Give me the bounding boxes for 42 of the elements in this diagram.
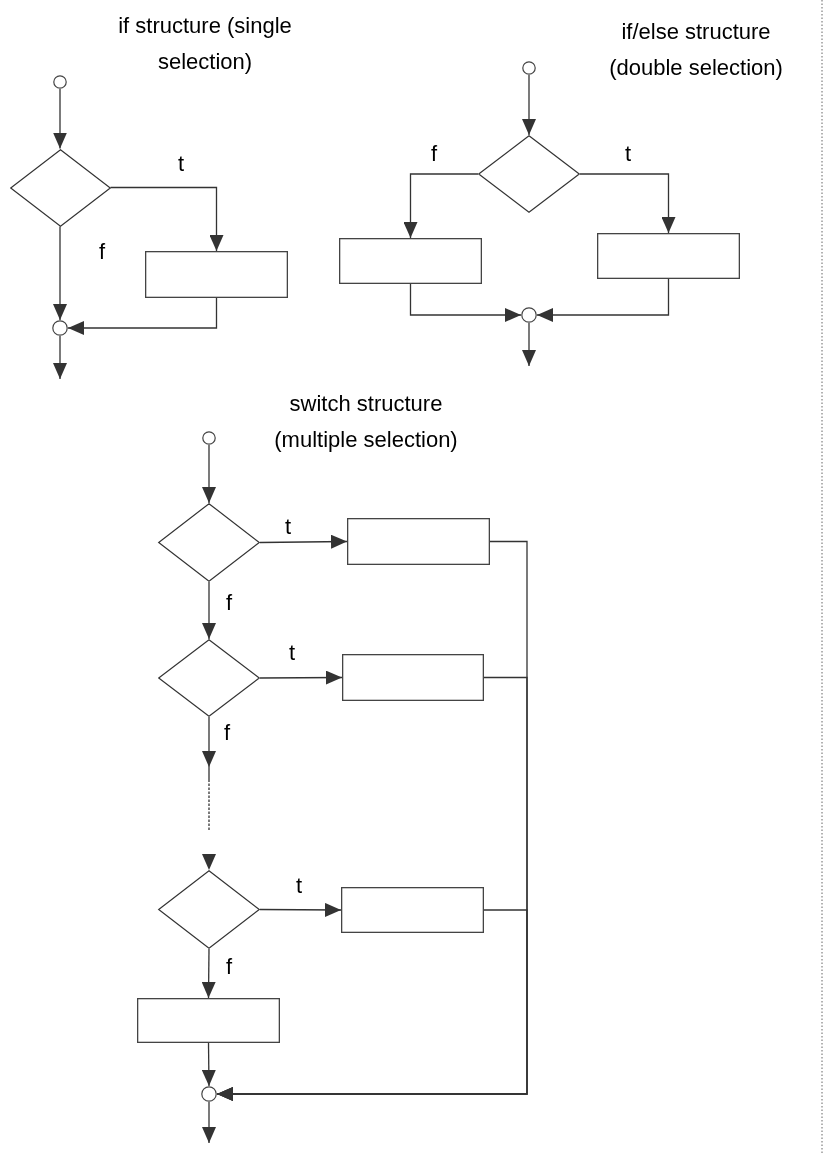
arrow [579, 173, 676, 234]
process-box [597, 233, 740, 279]
arrow [53, 88, 67, 150]
arrow [202, 444, 216, 504]
arrow [216, 909, 528, 1101]
arrow [53, 225, 67, 321]
connector-circle [201, 1086, 217, 1102]
process-box [347, 518, 490, 565]
connector-circle [202, 431, 216, 445]
arrow [409, 283, 522, 322]
arrow [259, 670, 343, 685]
process-box [342, 654, 484, 701]
connector-circle [53, 75, 67, 89]
arrow [259, 902, 342, 917]
connector-circle [521, 307, 537, 323]
process-box [341, 887, 484, 933]
decision-diamond [9, 148, 111, 227]
arrow [202, 1101, 216, 1144]
arrow [201, 1042, 216, 1087]
arrow [202, 581, 216, 640]
process-box [145, 251, 288, 298]
connector-circle [522, 61, 536, 75]
process-box [339, 238, 482, 284]
arrow [67, 297, 218, 335]
arrow [403, 173, 479, 239]
decision-diamond [158, 870, 260, 949]
structure-heading: if/else structure (double selection) [608, 18, 784, 82]
arrow [201, 948, 216, 999]
arrow [536, 278, 670, 322]
decision-diamond [158, 639, 260, 717]
continuation-arrow [202, 716, 216, 871]
structure-heading: if structure (single selection) [117, 12, 293, 76]
structure-heading: switch structure (multiple selection) [273, 390, 459, 454]
arrow [522, 322, 536, 367]
connector-circle [52, 320, 68, 336]
arrow [53, 335, 67, 380]
arrow [109, 186, 224, 252]
arrow [259, 534, 348, 549]
arrow [522, 74, 536, 136]
decision-diamond [478, 135, 580, 213]
process-box [137, 998, 280, 1043]
decision-diamond [158, 503, 260, 582]
